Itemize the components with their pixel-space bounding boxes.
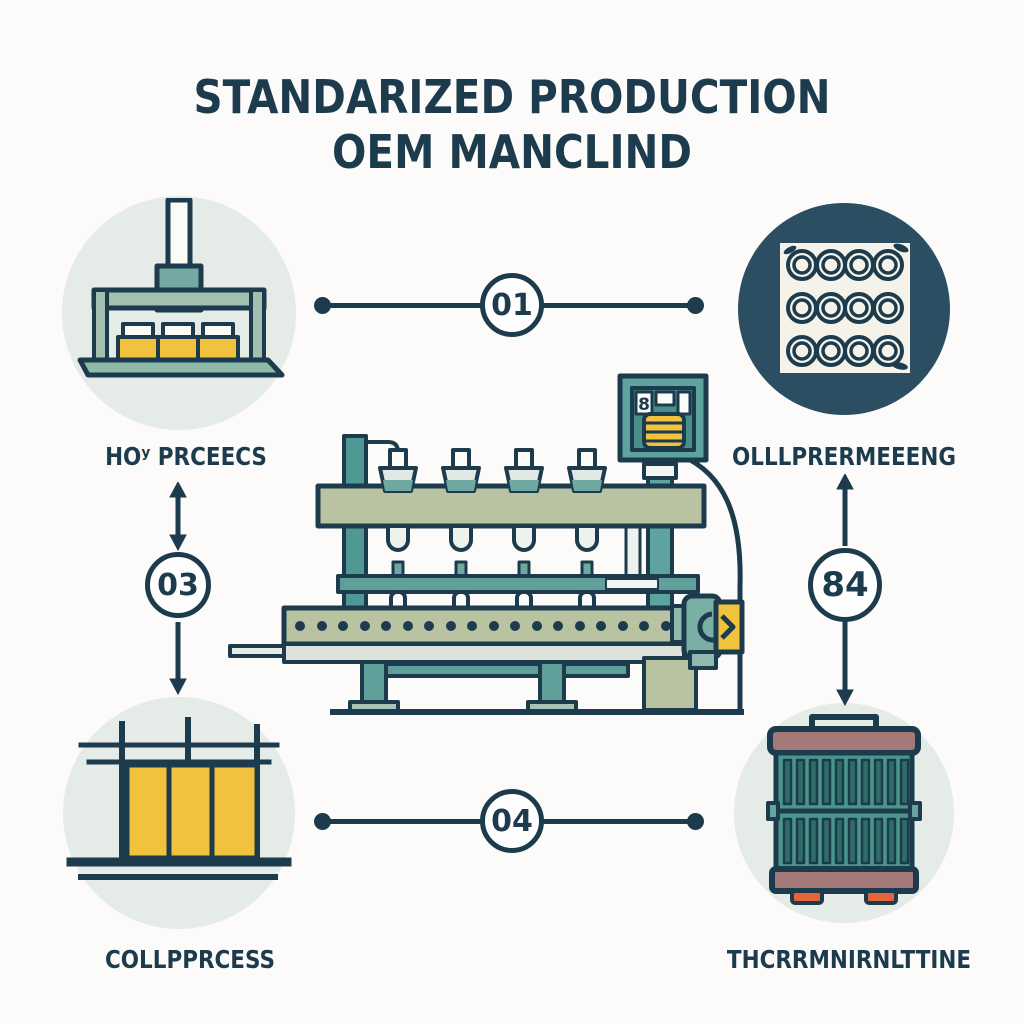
panel-display-digit: 8 xyxy=(638,395,650,415)
stacked-crate-icon xyxy=(766,714,922,905)
chevron-right-icon xyxy=(720,614,736,640)
connector-arrows-left xyxy=(169,482,187,696)
step-number-04: 04 xyxy=(480,789,544,853)
machine-control-panel: 8 xyxy=(617,373,709,463)
press-filling-machine-icon xyxy=(77,198,285,378)
title-line-1: STANDARIZED PRODUCTION xyxy=(193,70,831,124)
step-label-bottom-left: COLLPPRCESS xyxy=(104,945,275,974)
machine-nozzles xyxy=(378,448,607,493)
title-line-2: OEM MANCLIND xyxy=(332,125,692,180)
connector-dot-top-left xyxy=(314,297,331,314)
connector-dot-top-right xyxy=(687,297,704,314)
machine-cable xyxy=(681,453,743,710)
step-label-top-right: OLLLPRERMEEENG xyxy=(731,442,957,471)
yellow-panels-rack-icon xyxy=(66,717,292,880)
production-machine-illustration: 8 xyxy=(228,373,745,715)
connector-dot-bottom-left xyxy=(314,813,331,830)
step-number-03: 03 xyxy=(145,552,211,618)
step-number-84: 84 xyxy=(808,548,882,622)
mold-tray-rings-icon xyxy=(780,243,910,373)
step-number-01: 01 xyxy=(480,273,544,337)
connector-dot-bottom-right xyxy=(687,813,704,830)
page-title: STANDARIZED PRODUCTION OEM MANCLIND xyxy=(61,70,962,180)
connector-arrows-right xyxy=(836,474,854,706)
machine-motor xyxy=(670,593,745,670)
step-label-top-left: HOʸ PRCEECS xyxy=(105,442,267,471)
step-label-bottom-right: THCRRMNIRNLTTINE xyxy=(726,945,972,974)
machine-hangers xyxy=(386,524,599,582)
